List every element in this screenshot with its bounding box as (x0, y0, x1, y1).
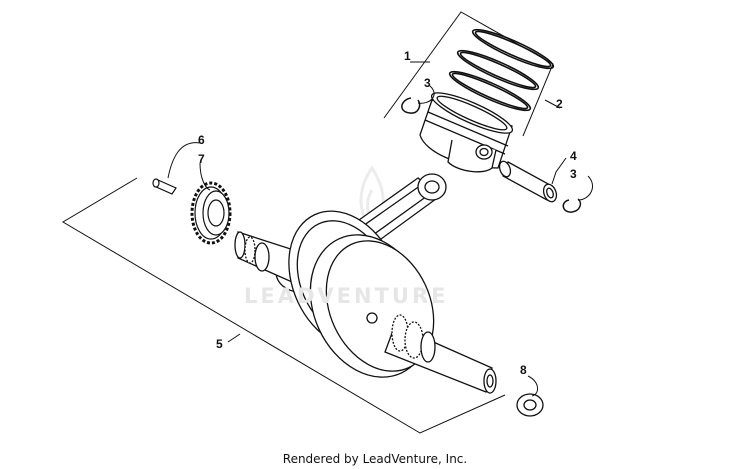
drive-gear (190, 181, 232, 245)
callout-3-right: 3 (570, 167, 577, 181)
callout-7: 7 (198, 152, 205, 166)
circlip-left (401, 97, 421, 114)
piston-rings (448, 28, 555, 112)
callout-4: 4 (570, 149, 577, 163)
callout-5: 5 (216, 337, 223, 351)
leader-lines (167, 85, 593, 397)
crankshaft-group-outline (62, 177, 506, 434)
callout-2: 2 (556, 97, 563, 111)
watermark-text: LEADVENTURE (244, 284, 449, 308)
circlip-right (562, 198, 582, 213)
crankshaft (234, 210, 497, 394)
piston (419, 92, 514, 173)
thrust-washer (516, 393, 544, 417)
callout-3-left: 3 (424, 76, 431, 90)
callout-1: 1 (404, 49, 411, 63)
callout-6: 6 (198, 133, 205, 147)
dowel-pin (152, 178, 177, 195)
render-credit: Rendered by LeadVenture, Inc. (282, 452, 468, 466)
wrist-pin (498, 160, 558, 203)
callout-8: 8 (520, 363, 527, 377)
